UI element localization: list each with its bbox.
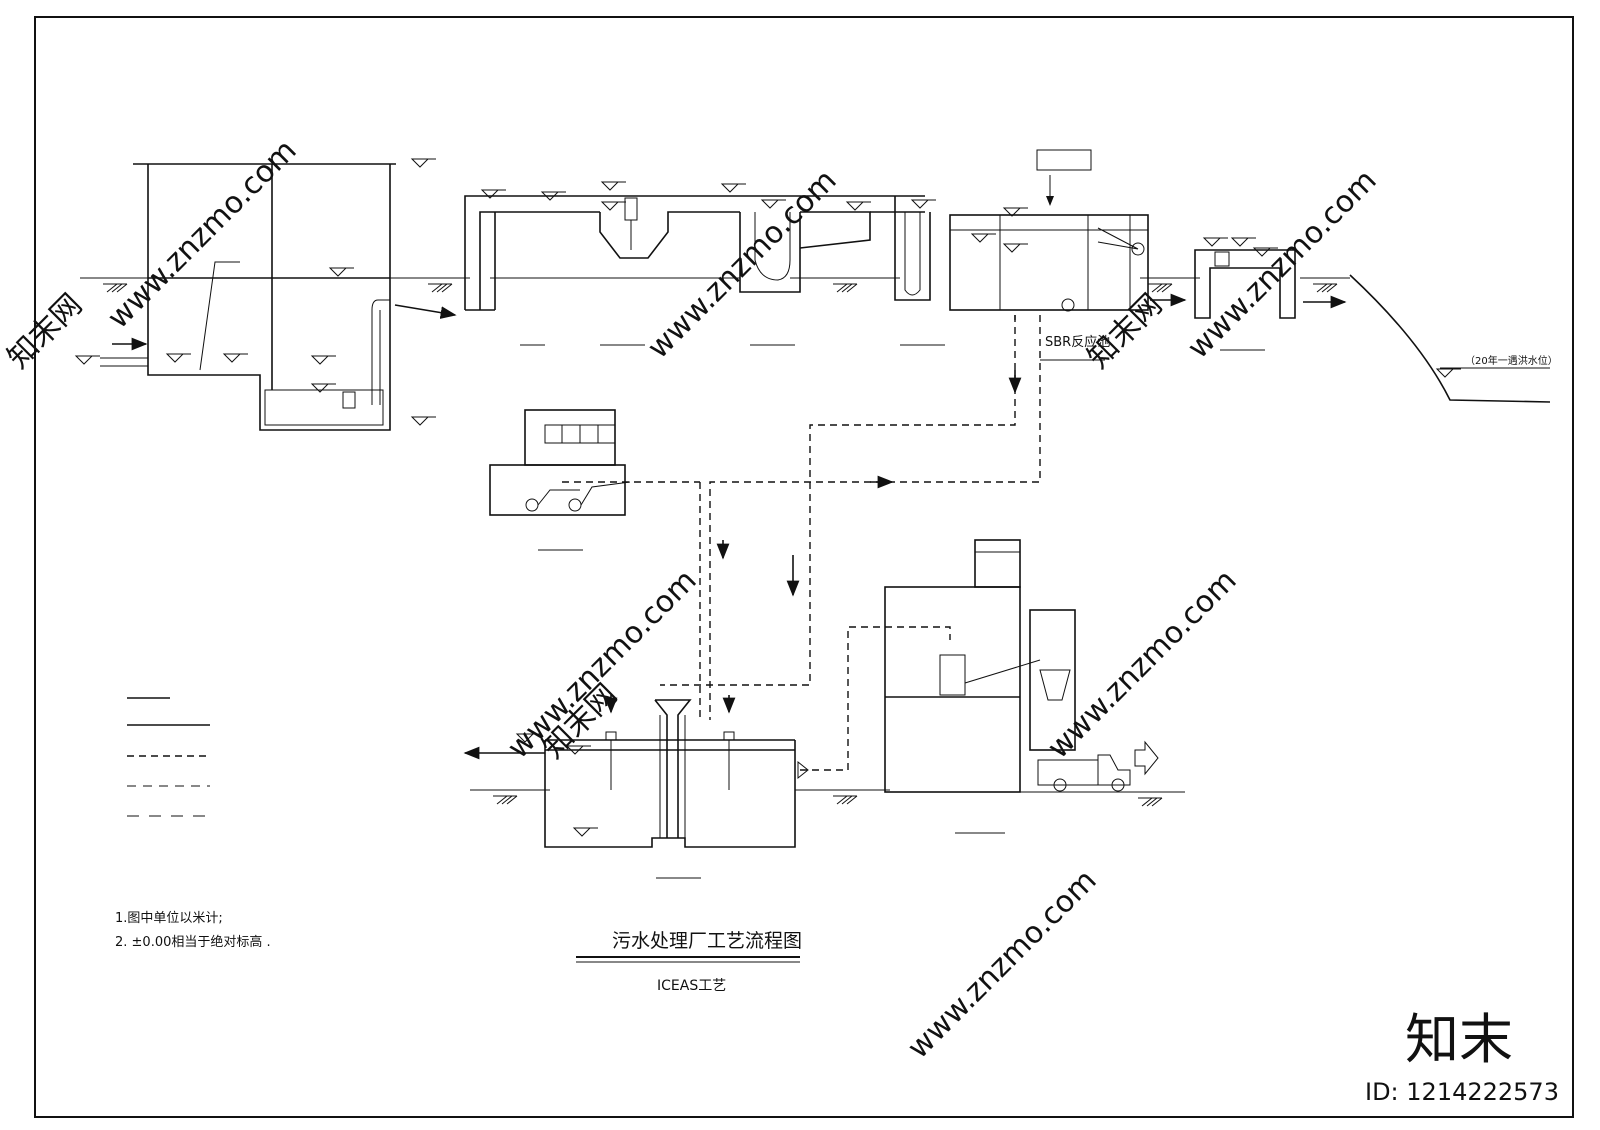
blower-house — [489, 409, 631, 551]
ground-line — [80, 277, 1350, 293]
sludge-lines — [562, 315, 1041, 771]
watermark-text-3: www.znzmo.com — [1181, 163, 1384, 366]
flood-level-label: （20年一遇洪水位） — [1465, 354, 1558, 367]
watermark-brand-3: 知末网 — [1081, 287, 1169, 375]
drawing-title: 污水处理厂工艺流程图 — [612, 930, 802, 952]
sludge-thickener — [463, 695, 890, 879]
watermark-text-6: www.znzmo.com — [901, 863, 1104, 1066]
drawing-frame — [34, 16, 1574, 1118]
sbr-reactor: SBR反应池 — [949, 149, 1187, 361]
legend — [127, 697, 210, 817]
sbr-reactor-label: SBR反应池 — [1045, 334, 1110, 350]
watermark: www.znzmo.com www.znzmo.com www.znzmo.co… — [1, 133, 1559, 1106]
dewatering-house — [797, 539, 1185, 834]
pretreatment-channel — [464, 181, 945, 346]
pump-station — [75, 158, 457, 431]
watermark-text-5: www.znzmo.com — [1041, 563, 1244, 766]
drawing-subtitle: ICEAS工艺 — [657, 978, 726, 994]
note-elevation: 2. ±0.00相当于绝对标高 . — [115, 934, 271, 950]
disinfection-tank: （20年一遇洪水位） — [1194, 237, 1558, 403]
watermark-text-2: www.znzmo.com — [641, 163, 844, 366]
watermark-id: ID: 1214222573 — [1365, 1078, 1559, 1106]
watermark-logo: 知末 — [1405, 1008, 1513, 1071]
watermark-text-4: www.znzmo.com — [501, 563, 704, 766]
note-units: 1.图中单位以米计; — [115, 911, 223, 926]
watermark-brand-1: 知末网 — [1, 287, 89, 375]
